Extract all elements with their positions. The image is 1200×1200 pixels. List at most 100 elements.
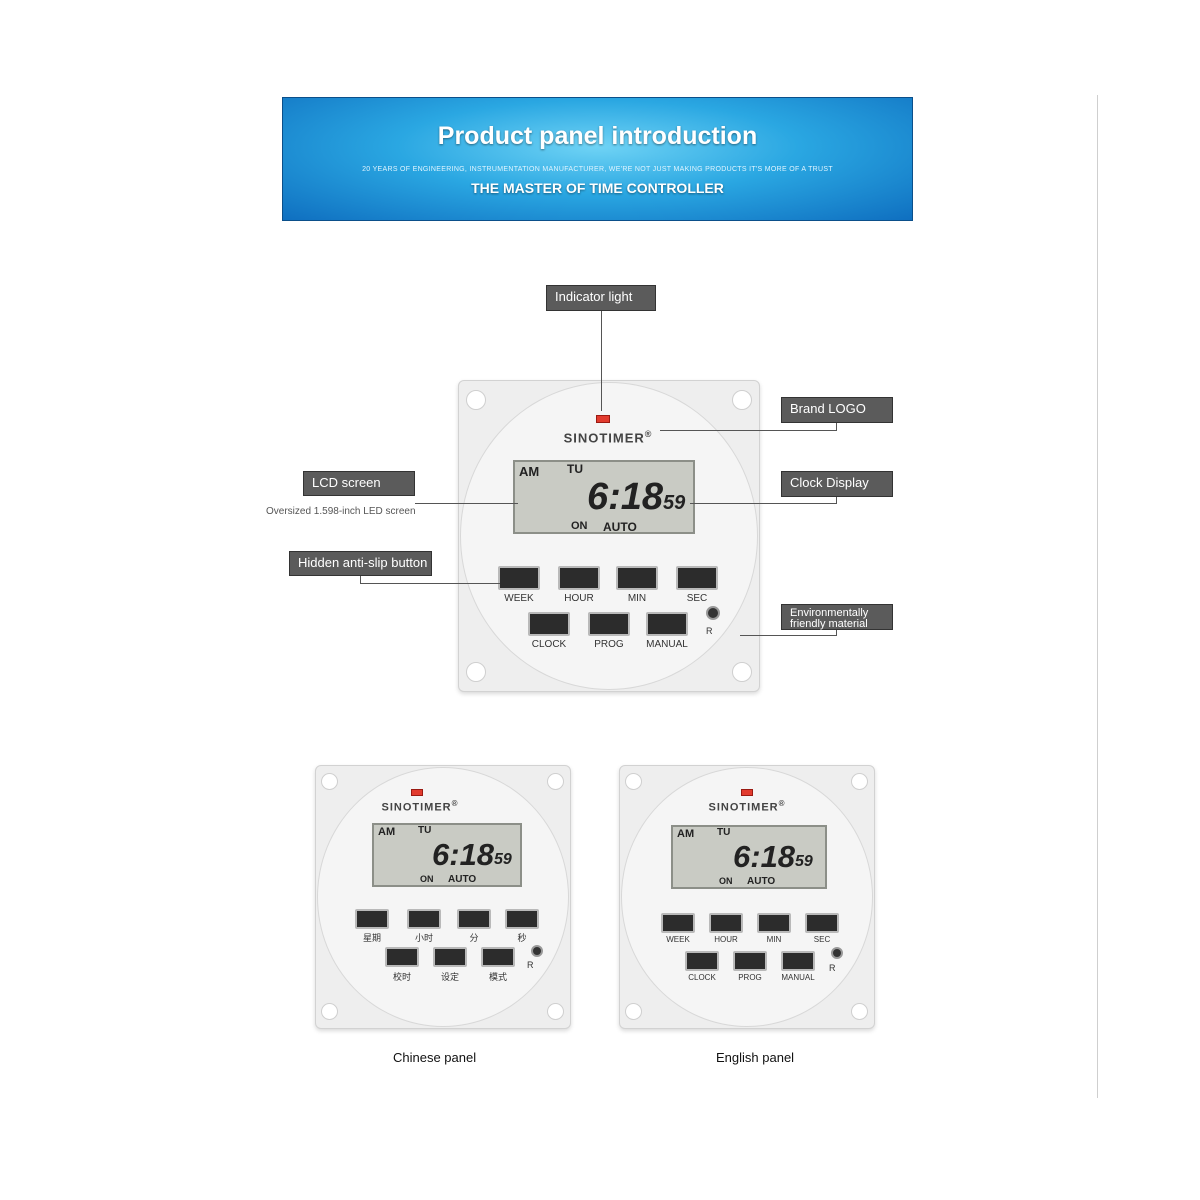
indicator-led <box>741 789 753 796</box>
hour-label: HOUR <box>564 593 594 604</box>
prog-button[interactable] <box>588 612 630 636</box>
manual-label: 模式 <box>488 972 507 982</box>
lcd-auto: AUTO <box>603 520 637 534</box>
lcd-on: ON <box>420 874 434 884</box>
mount-hole <box>547 773 564 790</box>
leader-line <box>836 497 837 504</box>
manual-label: MANUAL <box>781 973 815 982</box>
banner-subtitle: THE MASTER OF TIME CONTROLLER <box>471 180 724 196</box>
hour-label: HOUR <box>714 935 738 944</box>
timer-dial <box>460 382 758 690</box>
indicator-led <box>596 415 610 423</box>
lcd-seconds: 59 <box>494 851 512 868</box>
prog-label: PROG <box>738 973 762 982</box>
clock-button[interactable] <box>528 612 570 636</box>
hour-button[interactable] <box>407 909 441 929</box>
mount-hole <box>321 773 338 790</box>
callout-indicator-light: Indicator light <box>546 285 656 311</box>
divider-line <box>1097 95 1098 1098</box>
brand-logo: SINOTIMER® <box>697 799 797 814</box>
lcd-time: 6:18 <box>587 476 664 518</box>
clock-label: CLOCK <box>531 639 567 650</box>
hour-button[interactable] <box>709 913 743 933</box>
leader-line <box>601 311 602 411</box>
mount-hole <box>321 1003 338 1020</box>
manual-button[interactable] <box>646 612 688 636</box>
sec-label: 秒 <box>517 933 527 943</box>
banner-title: Product panel introduction <box>437 122 758 150</box>
leader-line <box>360 576 361 584</box>
mount-hole <box>466 390 486 410</box>
main-timer: SINOTIMER® AM TU 6:18 59 ON AUTO WEEK HO… <box>458 380 760 692</box>
hour-button[interactable] <box>558 566 600 590</box>
manual-label: MANUAL <box>646 639 688 650</box>
lcd-seconds: 59 <box>795 853 813 870</box>
min-label: MIN <box>766 935 782 944</box>
registered-mark: ® <box>644 429 653 439</box>
mount-hole <box>851 773 868 790</box>
mount-hole <box>625 1003 642 1020</box>
sec-button[interactable] <box>505 909 539 929</box>
leader-line <box>836 630 837 636</box>
reset-button[interactable] <box>706 606 720 620</box>
min-button[interactable] <box>757 913 791 933</box>
clock-button[interactable] <box>685 951 719 971</box>
english-timer: SINOTIMER® AM TU 6:18 59 ON AUTO WEEK HO… <box>619 765 875 1029</box>
timer-dial <box>621 767 873 1027</box>
week-label: 星期 <box>362 933 381 943</box>
lcd-on: ON <box>719 876 733 886</box>
brand-text: SINOTIMER <box>708 801 779 814</box>
sec-button[interactable] <box>805 913 839 933</box>
mount-hole <box>851 1003 868 1020</box>
lcd-ampm: AM <box>519 464 540 479</box>
lcd-auto: AUTO <box>747 876 776 887</box>
reset-label: R <box>527 960 534 970</box>
eco-material-line2: friendly material <box>790 618 868 630</box>
clock-label: CLOCK <box>688 973 716 982</box>
hour-label: 小时 <box>414 933 433 943</box>
sec-button[interactable] <box>676 566 718 590</box>
week-button[interactable] <box>355 909 389 929</box>
prog-button[interactable] <box>733 951 767 971</box>
brand-text: SINOTIMER <box>381 801 452 814</box>
lcd-auto: AUTO <box>448 874 477 885</box>
indicator-led <box>411 789 423 796</box>
manual-button[interactable] <box>781 951 815 971</box>
chinese-timer: SINOTIMER® AM TU 6:18 59 ON AUTO 星期 小时 分… <box>315 765 571 1029</box>
min-button[interactable] <box>457 909 491 929</box>
lcd-screen-note: Oversized 1.598-inch LED screen <box>266 506 416 517</box>
week-button[interactable] <box>661 913 695 933</box>
mount-hole <box>732 662 752 682</box>
lcd-day: TU <box>717 827 731 838</box>
reset-button[interactable] <box>531 945 543 957</box>
leader-line <box>660 430 836 431</box>
sec-label: SEC <box>813 935 831 944</box>
lcd-screen: AM TU 6:18 59 ON AUTO <box>513 460 695 534</box>
lcd-on: ON <box>571 520 588 532</box>
leader-line <box>360 583 500 584</box>
min-label: MIN <box>627 593 647 604</box>
prog-button[interactable] <box>433 947 467 967</box>
registered-mark: ® <box>778 799 786 808</box>
leader-line <box>836 423 837 431</box>
lcd-screen: AM TU 6:18 59 ON AUTO <box>372 823 522 887</box>
mount-hole <box>466 662 486 682</box>
reset-button[interactable] <box>831 947 843 959</box>
leader-line <box>415 503 518 504</box>
brand-text: SINOTIMER <box>563 430 645 446</box>
week-label: WEEK <box>504 593 534 604</box>
week-button[interactable] <box>498 566 540 590</box>
lcd-time: 6:18 <box>432 837 495 872</box>
lcd-time: 6:18 <box>733 839 796 874</box>
lcd-ampm: AM <box>378 826 396 838</box>
clock-button[interactable] <box>385 947 419 967</box>
banner-small-text: 20 YEARS OF ENGINEERING, INSTRUMENTATION… <box>362 166 833 173</box>
lcd-seconds: 59 <box>663 492 686 514</box>
min-label: 分 <box>469 933 479 943</box>
header-banner: Product panel introduction 20 YEARS OF E… <box>282 97 913 221</box>
brand-logo: SINOTIMER® <box>370 799 470 814</box>
manual-button[interactable] <box>481 947 515 967</box>
eco-material-line1: Environmentally <box>790 607 869 619</box>
leader-line <box>690 503 836 504</box>
min-button[interactable] <box>616 566 658 590</box>
